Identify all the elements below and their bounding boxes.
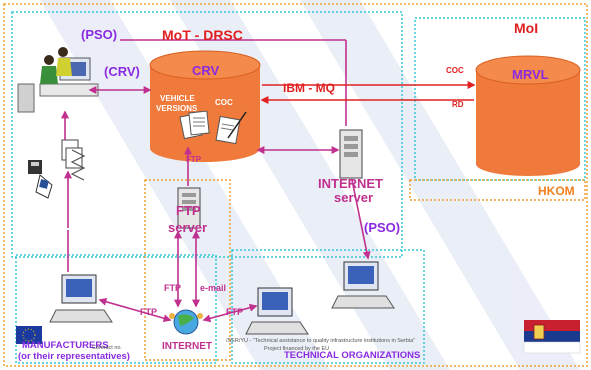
technical-org-computer-left-icon [245, 287, 309, 335]
ftp-middle-label: FTP [164, 283, 181, 293]
internet-globe-icon [169, 309, 203, 335]
technical-org-computer-right-icon [331, 261, 395, 309]
manufacturers-label-line2: (or their representatives) [18, 351, 130, 362]
red-data-arrows [260, 81, 476, 104]
manufacturer-computer-icon [49, 274, 113, 323]
ftp-crv-label: FTP [186, 155, 202, 164]
internet-label: INTERNET [162, 341, 212, 352]
operator-workstation-icon [17, 47, 99, 113]
connection-arrows [61, 39, 371, 323]
internet-server-label-line1: INTERNET [318, 176, 383, 191]
hkom-label: HKOM [538, 184, 575, 198]
ftp-server-icon [177, 187, 201, 229]
eu-flag-icon [16, 326, 42, 344]
background-watermark [40, 0, 580, 370]
technical-organizations-label: TECHNICAL ORGANIZATIONS [284, 350, 421, 361]
moi-title: MoI [514, 20, 539, 36]
ftp-server-zone [144, 179, 231, 361]
manufacturers-label-line1: MANUFACTURERS [22, 340, 109, 351]
crv-database-label: CRV [192, 63, 220, 78]
vehicle-versions-label-line1: VEHICLE [160, 94, 195, 103]
document-stack-icon [61, 139, 83, 169]
serbia-flag-icon [523, 320, 581, 354]
ibm-mq-label: IBM - MQ [283, 81, 335, 95]
email-label: e-mail [200, 283, 227, 293]
certificate-document-icon [215, 111, 247, 145]
mrvl-database-label: MRVL [512, 67, 549, 82]
coc-mrvl-label: COC [446, 66, 464, 75]
mot-cyan-zone [11, 11, 403, 258]
internet-server-label-line2: server [334, 190, 374, 205]
coc-crv-label: COC [215, 98, 233, 107]
internet-server-icon [339, 129, 363, 179]
footer-contract-text: Contract no. [92, 345, 122, 351]
ftp-server-label-line2: server [168, 220, 208, 235]
zigzag-link [70, 149, 86, 181]
floppy-disk-hand-icon [28, 160, 53, 199]
crv-left-label: (CRV) [104, 64, 140, 79]
document-icon [179, 110, 210, 140]
mrvl-database [475, 55, 581, 176]
footer-project-text: /SER/YU - "Technical assistance to quali… [226, 338, 416, 344]
pso-right-label: (PSO) [364, 220, 401, 235]
ftp-right-label: FTP [226, 307, 243, 317]
hkom-orange-zone [409, 179, 586, 201]
rd-label: RD [452, 100, 464, 109]
ftp-server-label-line1: FTP [176, 203, 201, 218]
vehicle-versions-label-line2: VERSIONS [156, 104, 198, 113]
ftp-left-label: FTP [140, 307, 157, 317]
pso-top-label: (PSO) [81, 27, 118, 42]
footer-financed-text: Project financed by the EU [264, 346, 330, 352]
mot-drsc-title: MoT - DRSC [162, 27, 243, 43]
outer-orange-zone [3, 3, 588, 367]
